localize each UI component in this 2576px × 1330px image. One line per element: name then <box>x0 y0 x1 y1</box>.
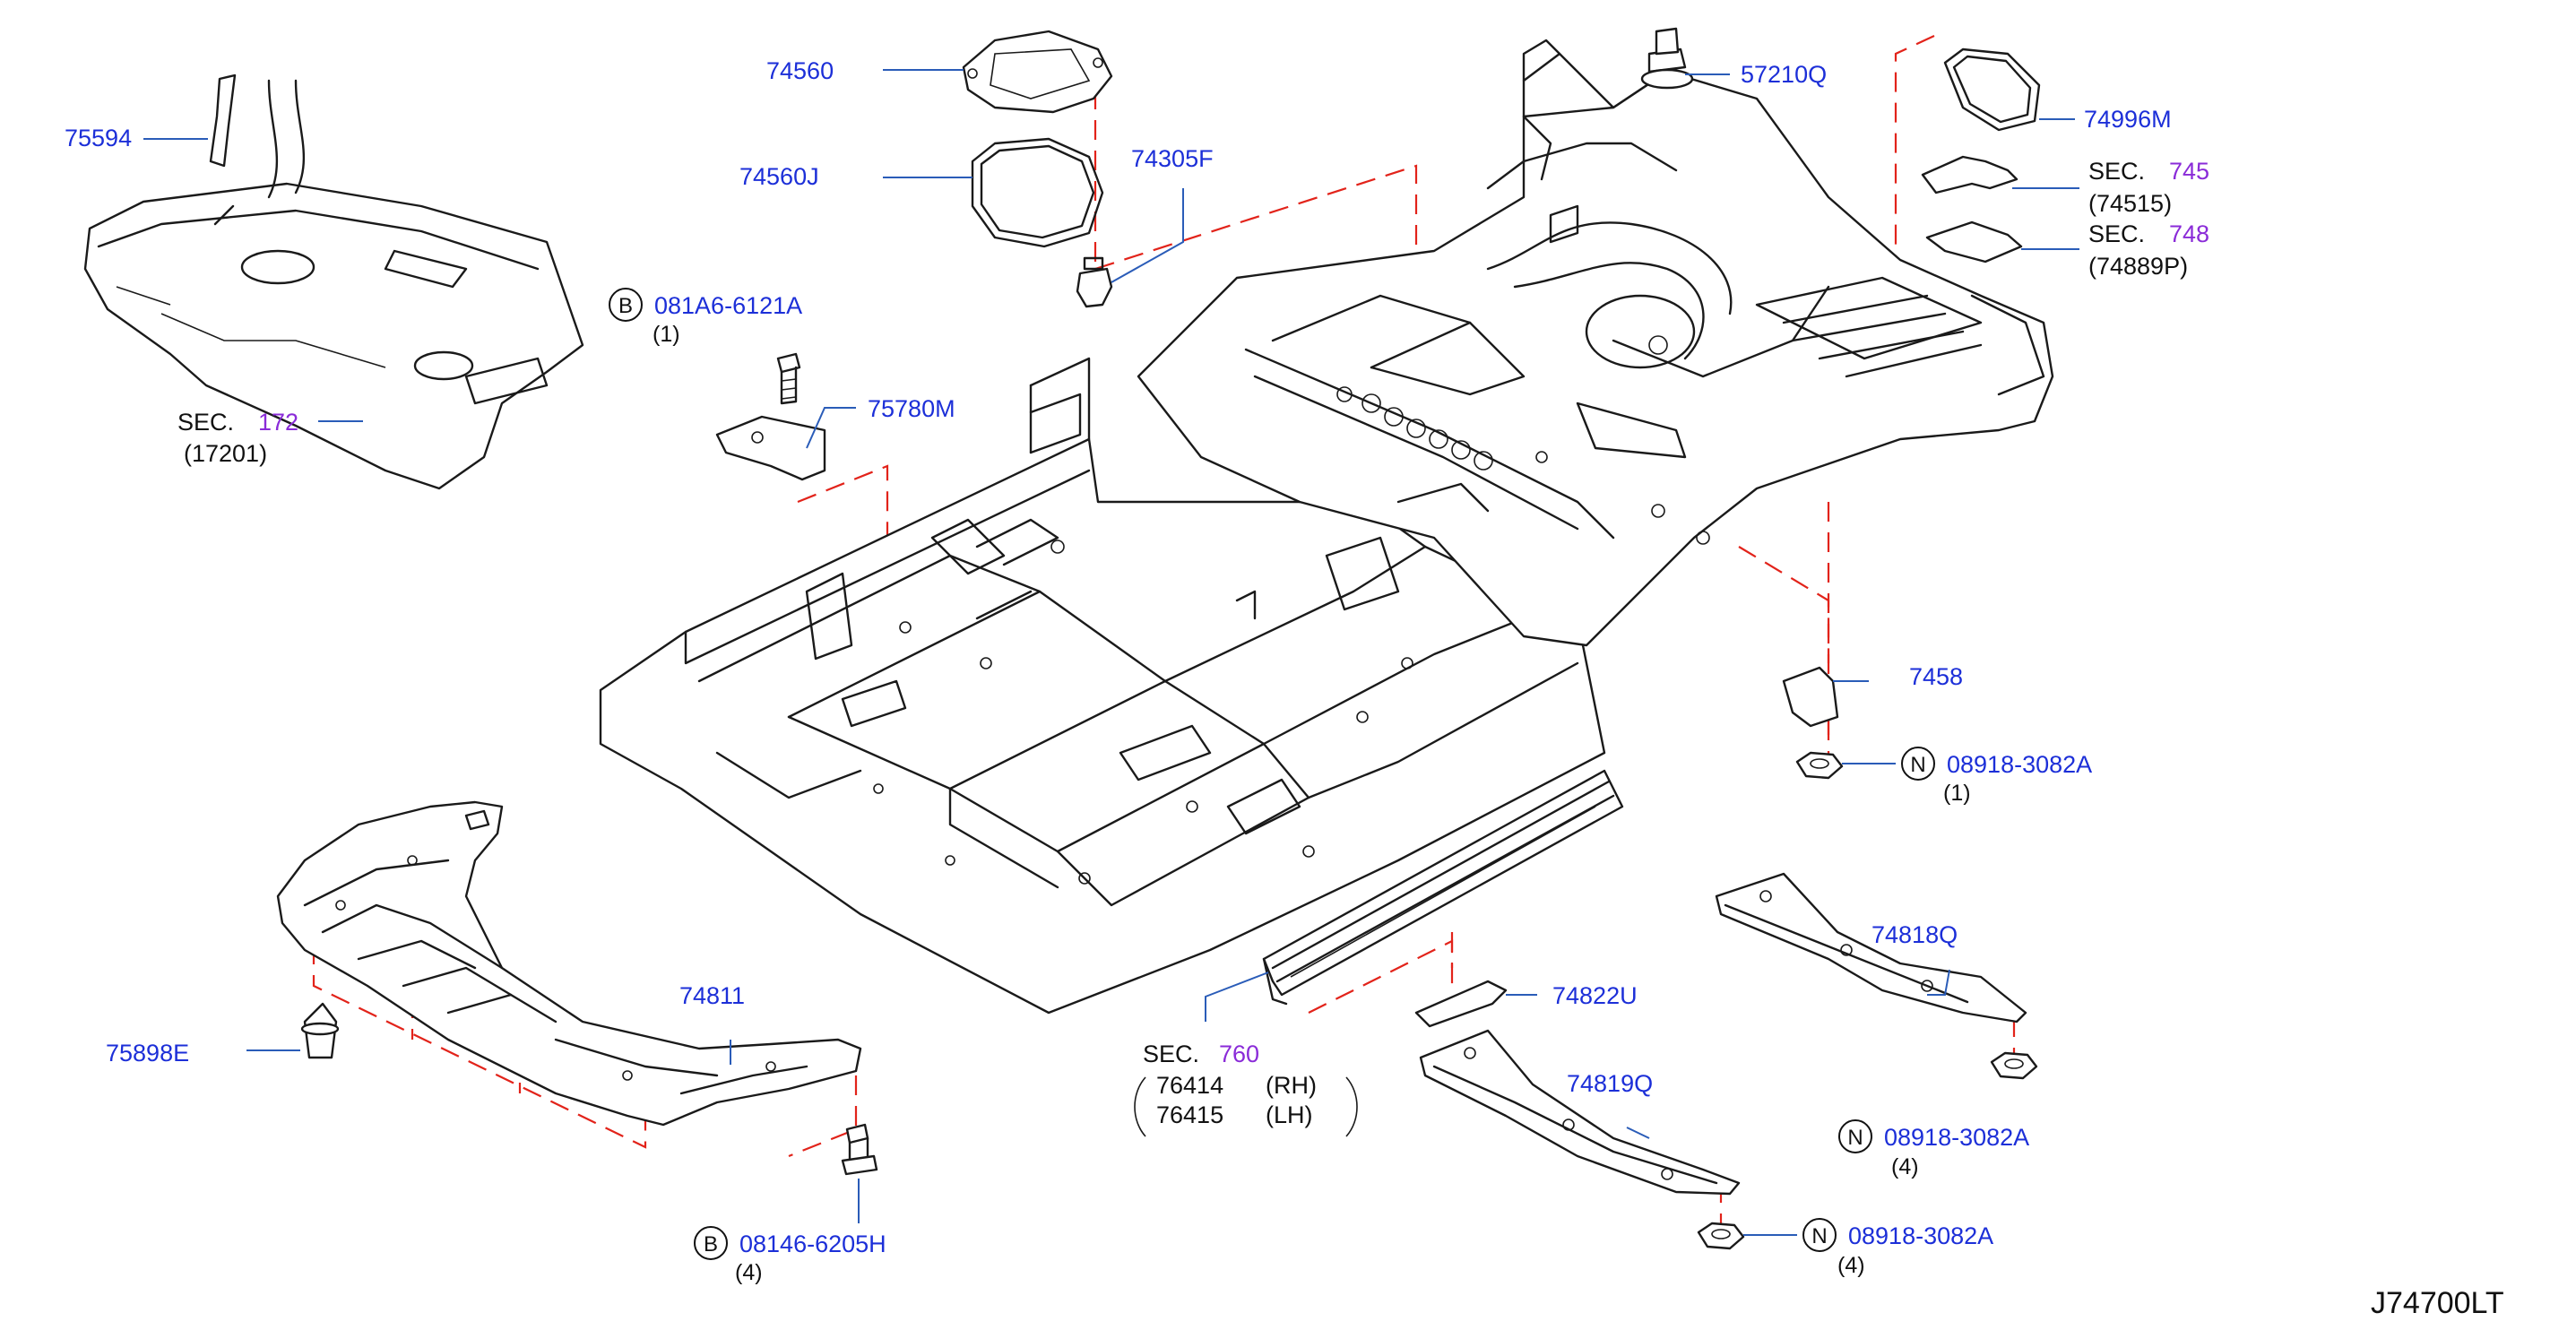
sec172-number: 172 <box>258 409 298 436</box>
label-08146-6205h: 08146-6205H <box>739 1231 886 1257</box>
label-7458: 7458 <box>1909 663 1963 690</box>
label-57210q: 57210Q <box>1741 61 1827 88</box>
label-74818q: 74818Q <box>1871 921 1958 948</box>
sec760-prefix: SEC. <box>1143 1041 1199 1067</box>
sec760-number: 760 <box>1219 1041 1259 1067</box>
sec748-sub: (74889P) <box>2088 253 2188 280</box>
seal-74996m <box>1943 48 2041 132</box>
sec760-lh-number: 76415 <box>1156 1101 1223 1128</box>
sec748-prefix: SEC. <box>2088 220 2145 247</box>
label-74822u: 74822U <box>1552 982 1638 1009</box>
label-75898e: 75898E <box>106 1040 189 1067</box>
label-74560j: 74560J <box>739 163 819 190</box>
member-74819q <box>1419 1029 1741 1196</box>
nut-c <box>1697 1222 1745 1250</box>
qty-08918-b: (4) <box>1891 1154 1919 1179</box>
bolt-08146 <box>841 1123 878 1176</box>
undercover-74811 <box>276 800 862 1127</box>
sec745-prefix: SEC. <box>2088 158 2145 185</box>
sec760-lh: (LH) <box>1266 1101 1313 1128</box>
qty-08918-a: (1) <box>1943 781 1971 806</box>
bolt-marker-letter-08146: B <box>704 1232 718 1257</box>
bracket-7458 <box>1782 666 1839 728</box>
bracket-74822u <box>1414 980 1508 1028</box>
clip-75898e <box>300 1002 340 1059</box>
nut-marker-letter-a: N <box>1910 753 1925 777</box>
label-08918-c: 08918-3082A <box>1848 1222 1993 1249</box>
plate-sec748 <box>1925 220 2023 263</box>
label-74560: 74560 <box>766 57 834 84</box>
sec172-sub: (17201) <box>184 440 267 467</box>
label-081a6-6121a: 081A6-6121A <box>654 292 802 319</box>
bolt-marker-081a6: B <box>609 288 643 322</box>
qty-08146: (4) <box>735 1260 763 1285</box>
label-74996m: 74996M <box>2084 106 2172 133</box>
label-74819q: 74819Q <box>1567 1070 1653 1097</box>
label-74305f: 74305F <box>1131 145 1214 172</box>
label-74811: 74811 <box>679 982 745 1009</box>
nut-marker-letter-c: N <box>1811 1224 1827 1248</box>
sec760-right-paren <box>1345 1076 1358 1137</box>
nut-marker-letter-b: N <box>1847 1126 1863 1150</box>
label-75594: 75594 <box>65 125 132 151</box>
nut-a <box>1795 751 1844 780</box>
nut-marker-a: N <box>1901 747 1935 781</box>
push-clip-74305f <box>1076 256 1113 308</box>
qty-08918-c: (4) <box>1837 1253 1865 1278</box>
leader-lines <box>143 69 2079 1236</box>
rear-floor-panel <box>1137 39 2054 647</box>
diagram-code: J74700LT <box>2371 1286 2504 1320</box>
nut-marker-b: N <box>1838 1119 1872 1153</box>
bolt-081a6 <box>776 352 801 405</box>
fuel-tank <box>83 79 584 490</box>
label-08918-a: 08918-3082A <box>1947 751 2092 778</box>
member-74818q <box>1715 872 2027 1023</box>
sec745-sub: (74515) <box>2088 190 2172 217</box>
sec748-number: 748 <box>2169 220 2209 247</box>
grommet-57210q <box>1640 27 1694 90</box>
front-floor-panel <box>599 357 1606 1015</box>
filler-neck-cover <box>209 73 237 168</box>
bolt-marker-letter: B <box>618 294 633 318</box>
sec760-left-paren <box>1134 1076 1146 1137</box>
qty-081a6: (1) <box>653 322 680 347</box>
sec760-rh: (RH) <box>1266 1072 1317 1099</box>
bracket-sec745 <box>1921 155 2018 194</box>
bolt-marker-08146: B <box>694 1226 728 1260</box>
nut-marker-c: N <box>1802 1218 1837 1252</box>
sec172-prefix: SEC. <box>177 409 234 436</box>
bracket-75780m <box>715 415 826 481</box>
label-75780m: 75780M <box>868 395 955 422</box>
service-cover <box>962 30 1113 114</box>
side-sill-sec760 <box>1262 769 1624 1006</box>
sec760-rh-number: 76414 <box>1156 1072 1223 1099</box>
label-08918-b: 08918-3082A <box>1884 1124 2029 1151</box>
sec745-number: 745 <box>2169 158 2209 185</box>
nut-b <box>1990 1051 2038 1080</box>
cover-seal <box>971 137 1104 248</box>
